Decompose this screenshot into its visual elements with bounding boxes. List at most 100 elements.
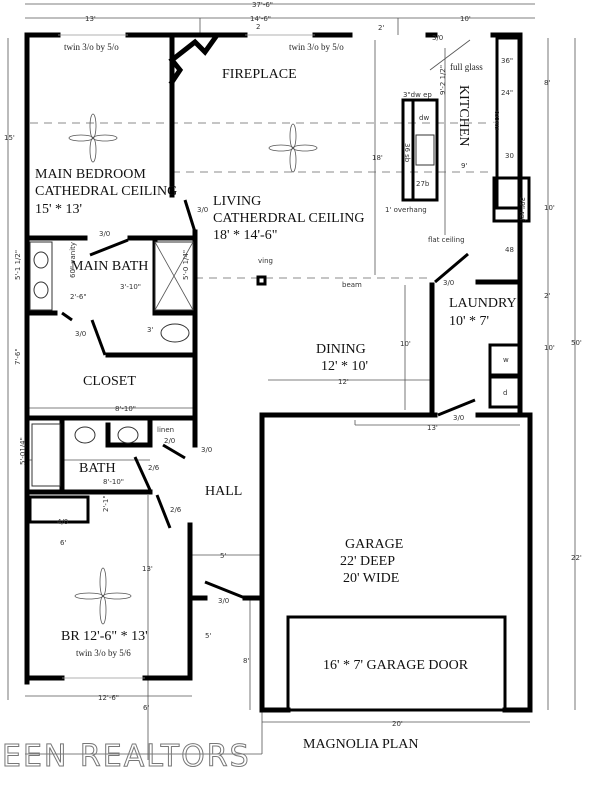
room-living-ceiling: CATHERDRAL CEILING (213, 211, 365, 226)
room-main-bath: MAIN BATH (71, 259, 148, 274)
cabinet-36: 36" (501, 57, 513, 65)
dim-label: 8' (243, 657, 249, 665)
dim-label: 5'-01/4" (19, 437, 27, 465)
door-label: 4/0 (57, 518, 68, 526)
dim-label: 5'-0 1/4" (182, 250, 190, 280)
cabinet-27b: 27b (416, 180, 430, 188)
door-label: 2/0 (164, 437, 175, 445)
door-label: 3/0 (218, 597, 229, 605)
room-laundry-size: 10' * 7' (449, 314, 489, 329)
overall-width-dim: 37'-6" (252, 1, 273, 9)
room-main-bedroom: MAIN BEDROOM (35, 167, 146, 182)
cabinet-24: 24" (501, 89, 513, 97)
dim-label: 5' (220, 552, 226, 560)
dimension-lines (7, 3, 576, 760)
room-garage-width: 20' WIDE (343, 571, 399, 586)
room-dining-size: 12' * 10' (321, 359, 368, 374)
window-note: twin 3/o by 5/6 (76, 648, 131, 658)
dim-label: 22' (571, 554, 582, 562)
vanity-note: 60" vanity (69, 242, 77, 278)
door-swings (61, 39, 476, 600)
room-bath: BATH (79, 461, 116, 476)
dim-label: 12'-6" (98, 694, 119, 702)
dim-label: 5'-1 1/2" (14, 250, 22, 280)
dim-label: 14'-6" (250, 15, 271, 23)
ceiling-fan-icon (74, 567, 132, 625)
fixtures (28, 36, 531, 524)
flat-ceiling-note: flat ceiling (428, 236, 465, 244)
dim-label: 10' (400, 340, 411, 348)
dim-label: 2 (256, 23, 260, 31)
room-laundry: LAUNDRY (449, 296, 517, 311)
ving-note: ving (258, 257, 273, 265)
dim-label: 3'-10" (120, 283, 141, 291)
dim-label: 15' (4, 134, 15, 142)
refrigerator-label: 39" ref (518, 197, 526, 221)
door-label: 3/0 (443, 279, 454, 287)
dryer-label: d (503, 389, 507, 397)
room-garage: GARAGE (345, 537, 403, 552)
dim-label: 7'-6" (14, 348, 22, 365)
washer (488, 343, 522, 377)
dim-label: 9' (461, 162, 467, 170)
room-living-size: 18' * 14'-6" (213, 228, 277, 243)
room-living: LIVING (213, 194, 261, 209)
room-main-bedroom-ceiling: CATHEDRAL CEILING (35, 184, 177, 199)
cabinet-48: 48 (505, 246, 514, 254)
door-label: 3/0 (75, 330, 86, 338)
garage-door (286, 615, 507, 712)
plan-title: MAGNOLIA PLAN (303, 737, 419, 752)
dim-label: 8'-10" (115, 405, 136, 413)
dim-label: 12' (338, 378, 349, 386)
dim-label: 13' (85, 15, 96, 23)
ceiling-fan-icon (268, 123, 318, 173)
room-hall: HALL (205, 484, 242, 499)
dim-label: 9'-2 1/2" (439, 65, 447, 95)
fireplace-label: FIREPLACE (222, 67, 297, 82)
dim-label: 10' (460, 15, 471, 23)
room-dining: DINING (316, 342, 366, 357)
dim-label: 5' (205, 632, 211, 640)
dim-label: 2' (378, 24, 384, 32)
window-note: twin 3/o by 5/o (289, 42, 344, 52)
dim-label: 2'-6" (70, 293, 87, 301)
dim-label: 13' (427, 424, 438, 432)
room-kitchen: KITCHEN (456, 85, 471, 146)
room-bedroom: BR 12'-6" * 13' (61, 629, 148, 644)
beam-note: beam (342, 281, 362, 289)
window-note: twin 3/o by 5/o (64, 42, 119, 52)
walls (24, 32, 533, 713)
door-label: 3/0 (197, 206, 208, 214)
washer-label: w (503, 356, 509, 364)
dim-label: 20' (392, 720, 403, 728)
dim-label: 2' (544, 292, 550, 300)
dim-label: 8' (544, 79, 550, 87)
dim-label: 6' (60, 539, 66, 547)
dryer (488, 375, 522, 409)
dim-label: 6' (143, 704, 149, 712)
cabinet-30: 30 (505, 152, 514, 160)
room-closet: CLOSET (83, 374, 136, 389)
dim-label: 18' (372, 154, 383, 162)
dim-label: 13' (142, 565, 153, 573)
sink-label: 36 sb (403, 143, 411, 163)
dishwasher-ep-note: 3"dw ep (403, 91, 432, 99)
watermark-logo: EEN REALTORS (2, 739, 251, 774)
door-label: 2/6 (170, 506, 182, 514)
dim-label: 10' (544, 204, 555, 212)
ceiling-fan-icon (68, 113, 118, 163)
garage-door-label: 16' * 7' GARAGE DOOR (323, 658, 469, 673)
room-garage-depth: 22' DEEP (340, 554, 395, 569)
dim-label: 2'-1" (102, 495, 110, 512)
linen-label: linen (157, 426, 174, 434)
door-label: 3/0 (432, 34, 443, 42)
dim-label: 8'-10" (103, 478, 124, 486)
dim-label: 3' (147, 326, 153, 334)
dishwasher-label: dw (419, 114, 429, 122)
dim-label: 50' (571, 339, 582, 347)
full-glass-note: full glass (450, 62, 483, 72)
door-label: 3/0 (201, 446, 212, 454)
door-label: 3/0 (453, 414, 464, 422)
door-label: 2/6 (148, 464, 160, 472)
